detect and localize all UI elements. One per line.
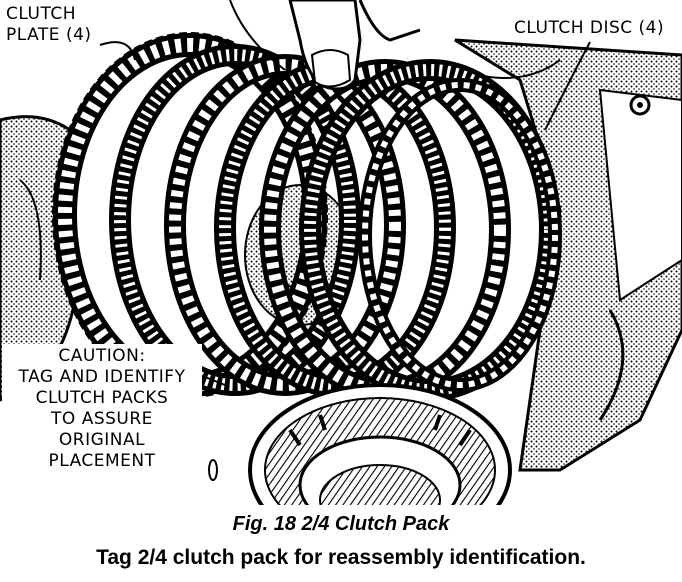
clutch-plate-ring-4: [358, 78, 562, 392]
clutch-disc-label: CLUTCH DISC (4): [514, 18, 665, 39]
hand-fingers: [229, 0, 421, 91]
clutch-disc-ring-1: [109, 44, 361, 396]
figure-caption-description: Tag 2/4 clutch pack for reassembly ident…: [96, 546, 586, 569]
caution-line: ORIGINAL: [58, 430, 146, 450]
caution-line: CAUTION:: [58, 346, 146, 366]
gear-hub-bottom: [248, 383, 512, 505]
transmission-case-right: [454, 38, 682, 472]
figure-caption-title: Fig. 18 2/4 Clutch Pack: [232, 513, 450, 535]
clutch-plate-label-line: PLATE (4): [6, 25, 92, 45]
clutch-plate-ring-2: [164, 54, 406, 396]
caution-line: TAG AND IDENTIFY: [18, 367, 186, 387]
caution-line: CLUTCH PACKS: [35, 388, 169, 408]
retaining-tab: [208, 459, 218, 481]
leader-lines: [99, 41, 591, 386]
caution-line: TO ASSURE: [51, 409, 153, 429]
caution-note: CAUTION: TAG AND IDENTIFY CLUTCH PACKS T…: [2, 344, 202, 474]
clutch-plate-label: CLUTCH PLATE (4): [6, 4, 92, 46]
caution-line: PLACEMENT: [48, 451, 156, 471]
clutch-plate-label-line: CLUTCH: [6, 4, 76, 24]
